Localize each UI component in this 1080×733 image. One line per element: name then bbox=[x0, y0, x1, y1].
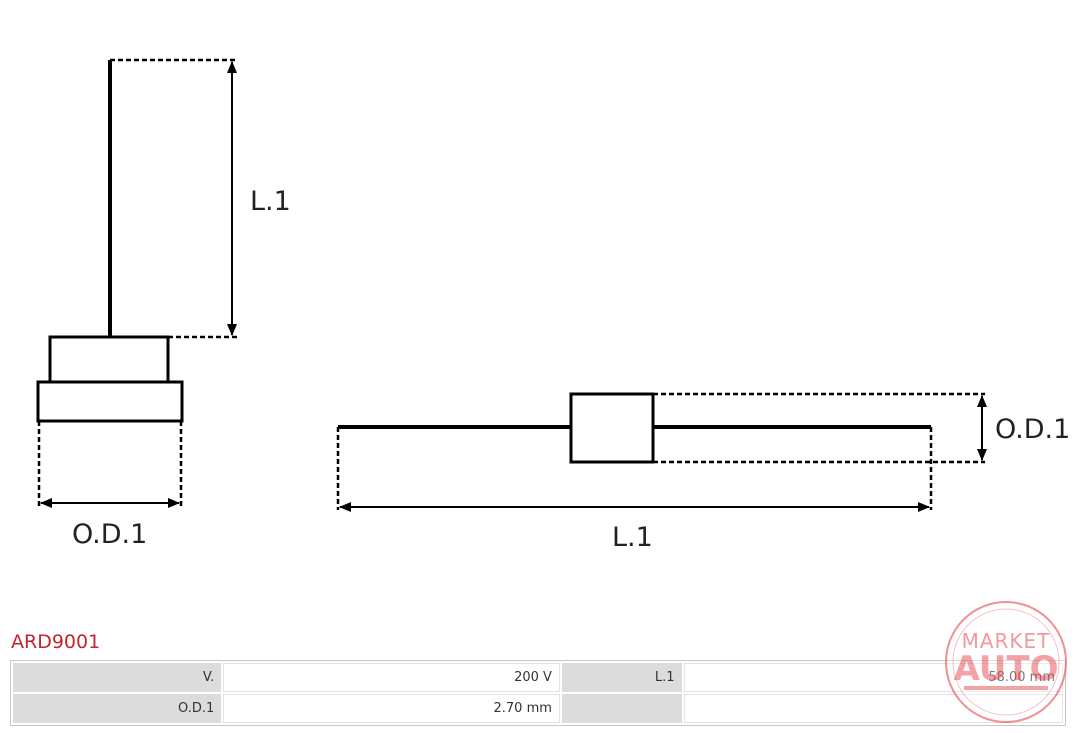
spec-value-diameter: 2.70 mm bbox=[223, 694, 560, 723]
watermark-line1: MARKET bbox=[962, 629, 1051, 653]
spec-label-empty bbox=[561, 694, 682, 723]
spec-value-empty bbox=[683, 694, 1063, 723]
spec-label-voltage: V. bbox=[13, 663, 222, 692]
spec-value-length: 58.00 mm bbox=[683, 663, 1063, 692]
technical-drawing: L.1 O.D.1 O.D.1 L.1 bbox=[36, 58, 1070, 553]
right-collar bbox=[569, 392, 655, 464]
spec-label-length: L.1 bbox=[561, 663, 682, 692]
left-diameter-label: O.D.1 bbox=[72, 519, 147, 550]
left-collar-upper bbox=[48, 335, 170, 384]
spec-value-voltage: 200 V bbox=[223, 663, 560, 692]
right-view: O.D.1 L.1 bbox=[336, 392, 1070, 553]
left-collar-lower bbox=[36, 380, 184, 423]
left-length-label: L.1 bbox=[250, 186, 291, 217]
left-view: L.1 O.D.1 bbox=[36, 58, 291, 550]
table-row: V. 200 V L.1 58.00 mm bbox=[13, 663, 1063, 692]
right-diameter-label: O.D.1 bbox=[995, 414, 1070, 445]
table-row: O.D.1 2.70 mm bbox=[13, 694, 1063, 723]
part-code: ARD9001 bbox=[11, 631, 101, 653]
spec-label-diameter: O.D.1 bbox=[13, 694, 222, 723]
right-length-label: L.1 bbox=[612, 522, 653, 553]
specs-table: V. 200 V L.1 58.00 mm O.D.1 2.70 mm bbox=[10, 660, 1066, 726]
